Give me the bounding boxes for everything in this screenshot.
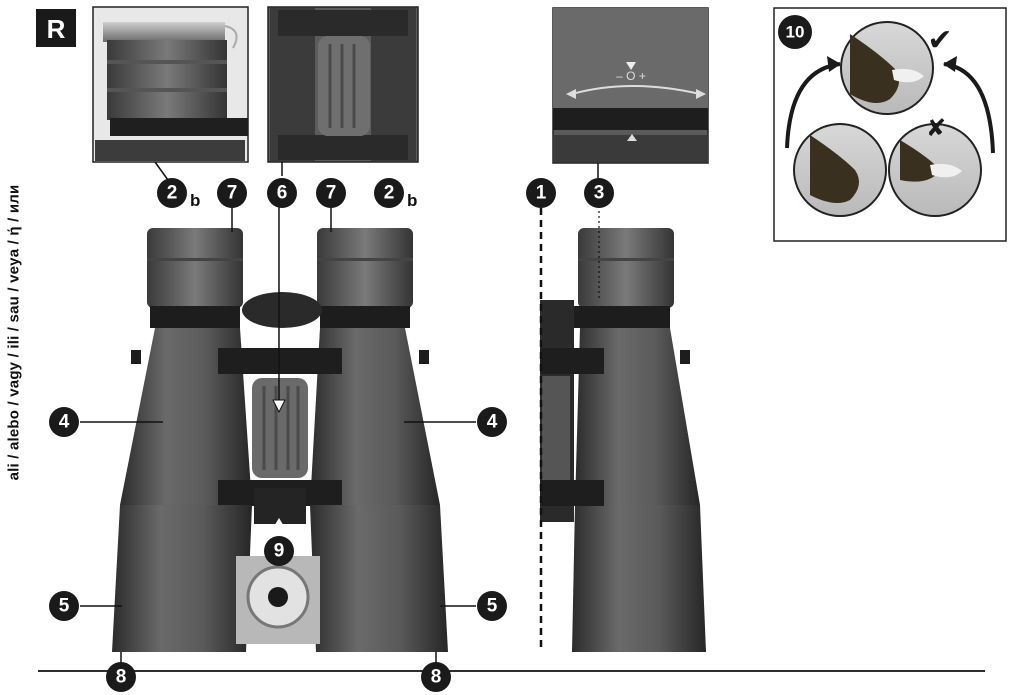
binocular-side: [539, 196, 706, 652]
callout-1-label: 1: [536, 183, 547, 204]
callouts: 2 b 7 6 7 2 b 1 3 4 4 9 5 5 8 8: [49, 178, 614, 692]
callout-7-left-label: 7: [227, 183, 238, 204]
callout-4-right: [477, 407, 507, 437]
leader-lines: [80, 161, 599, 664]
callout-2b-right: [374, 178, 404, 208]
callout-5-right: [477, 591, 507, 621]
inset-eyecup: [92, 6, 249, 163]
section-letter: R: [47, 14, 66, 44]
right-eyecup: [317, 228, 413, 308]
callout-3: [584, 178, 614, 208]
callout-1: [526, 178, 556, 208]
callout-5-right-label: 5: [487, 596, 498, 617]
section-badge: R: [36, 9, 76, 47]
side-eyecup: [578, 228, 674, 308]
callout-8-right-label: 8: [431, 667, 442, 688]
callout-3-label: 3: [594, 183, 605, 204]
inset-image-alignment: 10 ✔ ✘: [773, 7, 1007, 242]
callout-7-right-label: 7: [326, 183, 337, 204]
right-barrel: [310, 328, 440, 505]
callout-2b-left-suffix: b: [190, 191, 200, 210]
callout-6-label: 6: [277, 183, 288, 204]
focus-wheel: [252, 378, 308, 478]
callout-9-label: 9: [274, 541, 285, 562]
inset-diopter: – O +: [552, 7, 709, 164]
callout-8-left-label: 8: [116, 667, 127, 688]
callout-5-left: [49, 591, 79, 621]
inset-focus-wheel: [267, 6, 419, 163]
callout-7-left: [217, 178, 247, 208]
callout-2b-left-label: 2: [167, 183, 178, 204]
left-eyecup: [147, 228, 243, 308]
binocular-front: [112, 228, 448, 652]
callout-6: [267, 178, 297, 208]
callout-2b-left: [157, 178, 187, 208]
callout-10: [778, 15, 812, 49]
svg-text:– O +: – O +: [616, 69, 646, 83]
section-badge-bg: [36, 9, 76, 47]
side-language-text: ali / alebo / vagy / ili / sau / veya / …: [5, 184, 23, 481]
callout-5-left-label: 5: [59, 596, 70, 617]
callout-8-right: [421, 662, 451, 692]
callout-4-right-label: 4: [487, 412, 498, 433]
callout-7-right: [316, 178, 346, 208]
callout-10-label: 10: [786, 23, 805, 42]
callout-9: [264, 536, 294, 566]
callout-8-left: [106, 662, 136, 692]
callout-2b-right-suffix: b: [407, 191, 417, 210]
callout-4-left-label: 4: [59, 412, 70, 433]
correct-mark: ✔: [927, 23, 952, 58]
callout-2b-right-label: 2: [384, 183, 395, 204]
wrong-mark: ✘: [926, 114, 946, 142]
callout-4-left: [49, 407, 79, 437]
